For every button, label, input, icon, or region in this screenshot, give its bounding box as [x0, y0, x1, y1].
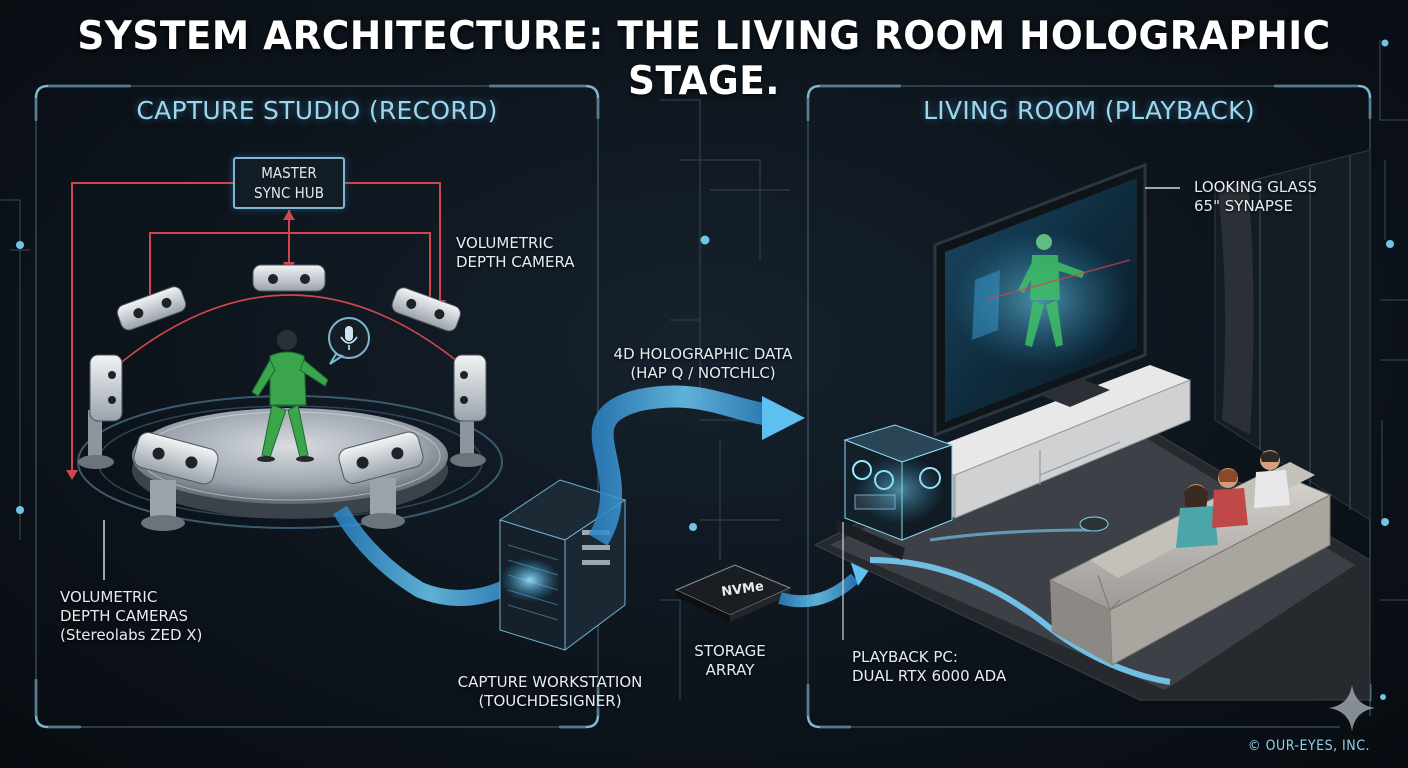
playback-panel-title: LIVING ROOM (PLAYBACK) — [923, 96, 1255, 125]
display-label-line-2: 65" SYNAPSE — [1194, 197, 1293, 215]
performer-figure — [251, 330, 329, 462]
capture-panel-title: CAPTURE STUDIO (RECORD) — [136, 96, 498, 125]
depth-camera-label: VOLUMETRIC DEPTH CAMERA — [456, 234, 575, 272]
sync-hub-line-1: MASTER — [261, 164, 317, 182]
display-label: LOOKING GLASS 65" SYNAPSE — [1194, 178, 1317, 216]
pc-label-line-1: PLAYBACK PC: — [852, 648, 958, 666]
display-label-line-1: LOOKING GLASS — [1194, 178, 1317, 196]
storage-label-line-2: ARRAY — [705, 661, 755, 679]
top-depth-camera — [252, 264, 326, 292]
playback-pc-label: PLAYBACK PC: DUAL RTX 6000 ADA — [852, 648, 1006, 686]
holographic-data-label: 4D HOLOGRAPHIC DATA (HAP Q / NOTCHLC) — [603, 345, 803, 383]
sparkle-icon — [1329, 685, 1375, 731]
nvme-storage-drive — [674, 564, 792, 622]
depth-camera-label-line-2: DEPTH CAMERA — [456, 253, 575, 271]
depth-cameras-label-line-2: DEPTH CAMERAS — [60, 607, 189, 625]
depth-cameras-label-line-1: VOLUMETRIC — [60, 588, 158, 606]
depth-camera-label-line-1: VOLUMETRIC — [456, 234, 554, 252]
workstation-label-line-2: (TOUCHDESIGNER) — [478, 692, 622, 710]
copyright-notice: © OUR-EYES, INC. — [1248, 738, 1370, 754]
storage-array-label: STORAGE ARRAY — [680, 642, 780, 680]
holographic-data-label-line-2: (HAP Q / NOTCHLC) — [630, 364, 776, 382]
depth-cameras-label-line-3: (Stereolabs ZED X) — [60, 626, 203, 644]
depth-cameras-label: VOLUMETRIC DEPTH CAMERAS (Stereolabs ZED… — [60, 588, 202, 645]
workstation-label-line-1: CAPTURE WORKSTATION — [457, 673, 643, 691]
storage-label-line-1: STORAGE — [694, 642, 766, 660]
pc-label-line-2: DUAL RTX 6000 ADA — [852, 667, 1007, 685]
viewers — [1176, 450, 1290, 548]
microphone-icon — [328, 317, 370, 365]
workstation-label: CAPTURE WORKSTATION (TOUCHDESIGNER) — [455, 673, 645, 711]
page-title: SYSTEM ARCHITECTURE: THE LIVING ROOM HOL… — [77, 14, 1331, 104]
master-sync-hub: MASTER SYNC HUB — [233, 157, 345, 209]
playback-pc — [843, 424, 954, 541]
sync-hub-line-2: SYNC HUB — [254, 184, 324, 202]
holographic-data-label-line-1: 4D HOLOGRAPHIC DATA — [613, 345, 793, 363]
ssd-label: NVMe — [720, 579, 765, 600]
